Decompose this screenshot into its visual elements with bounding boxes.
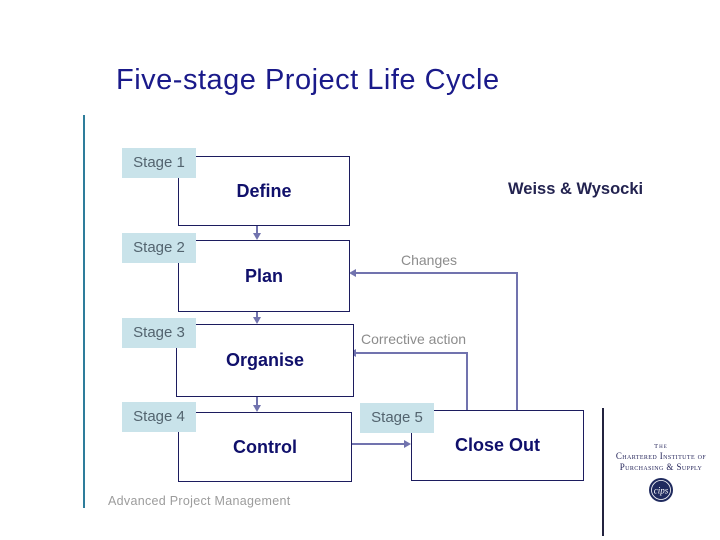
plan-box-label: Plan <box>244 265 283 286</box>
arrow-line <box>256 310 258 318</box>
feedback-vertical-line <box>466 352 468 410</box>
left-accent-line <box>83 115 85 508</box>
stage5-tag: Stage 5 <box>360 403 434 433</box>
footer-text: Advanced Project Management <box>108 494 291 508</box>
define-box-label: Define <box>236 180 292 201</box>
cips-monogram: cips <box>654 486 669 496</box>
attribution-text: Weiss & Wysocki <box>508 180 644 198</box>
feedback-vertical-line <box>516 272 518 410</box>
corrective-action-label: Corrective action <box>361 331 467 347</box>
cips-emblem-icon: cips <box>602 477 720 508</box>
control-box-label: Control <box>233 436 297 457</box>
stage1-tag: Stage 1 <box>122 148 196 178</box>
logo-line-the: The <box>654 443 668 450</box>
arrowhead-down-icon <box>253 317 261 324</box>
arrow-line <box>256 224 258 234</box>
feedback-horizontal-line <box>355 352 468 354</box>
plan-box: Plan <box>178 240 350 312</box>
logo-line-institute: Chartered Institute of <box>615 451 707 461</box>
right-accent-line <box>602 408 604 536</box>
closeout-box-label: Close Out <box>454 435 540 455</box>
page-title: Five-stage Project Life Cycle <box>116 64 500 96</box>
logo-line-purchasing: Purchasing & Supply <box>619 462 703 472</box>
cips-logo: The Chartered Institute of Purchasing & … <box>602 443 720 508</box>
organise-box: Organise <box>176 324 354 397</box>
define-box: Define <box>178 156 350 226</box>
stage3-tag: Stage 3 <box>122 318 196 348</box>
stage2-tag: Stage 2 <box>122 233 196 263</box>
stage4-tag: Stage 4 <box>122 402 196 432</box>
organise-box-label: Organise <box>225 350 305 370</box>
feedback-horizontal-line <box>355 272 518 274</box>
control-box: Control <box>178 412 352 482</box>
arrowhead-down-icon <box>253 233 261 240</box>
arrowhead-right-icon <box>404 440 411 448</box>
closeout-box: Close Out <box>411 410 584 481</box>
arrowhead-down-icon <box>253 405 261 412</box>
arrow-line <box>256 395 258 406</box>
arrow-line <box>350 443 404 445</box>
changes-label: Changes <box>401 252 458 268</box>
arrowhead-left-icon <box>349 269 356 277</box>
